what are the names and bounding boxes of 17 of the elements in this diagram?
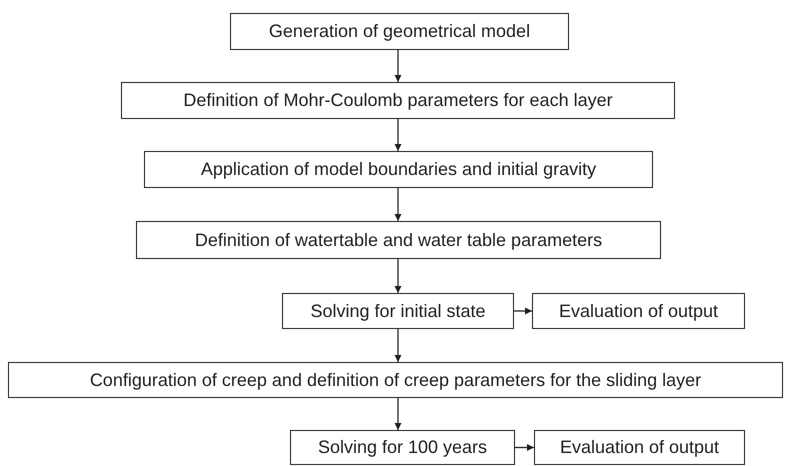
process-box: Configuration of creep and definition of creep parameters for the sliding layer (8, 362, 783, 398)
arrow (394, 259, 402, 293)
process-box: Definition of watertable and water table parameters (136, 221, 661, 259)
process-box: Evaluation of output (534, 430, 745, 465)
process-box: Solving for initial state (282, 293, 514, 329)
arrow (394, 398, 402, 430)
process-box: Solving for 100 years (290, 430, 515, 465)
arrow (515, 444, 534, 451)
arrow (514, 308, 532, 314)
arrow (394, 329, 402, 362)
arrow (394, 50, 402, 82)
process-box: Definition of Mohr-Coulomb parameters for each layer (121, 82, 675, 119)
process-box: Evaluation of output (532, 293, 745, 329)
process-box: Application of model boundaries and initial gravity (144, 151, 653, 188)
arrow (394, 119, 402, 151)
arrow (394, 188, 402, 221)
process-box: Generation of geometrical model (230, 13, 569, 50)
